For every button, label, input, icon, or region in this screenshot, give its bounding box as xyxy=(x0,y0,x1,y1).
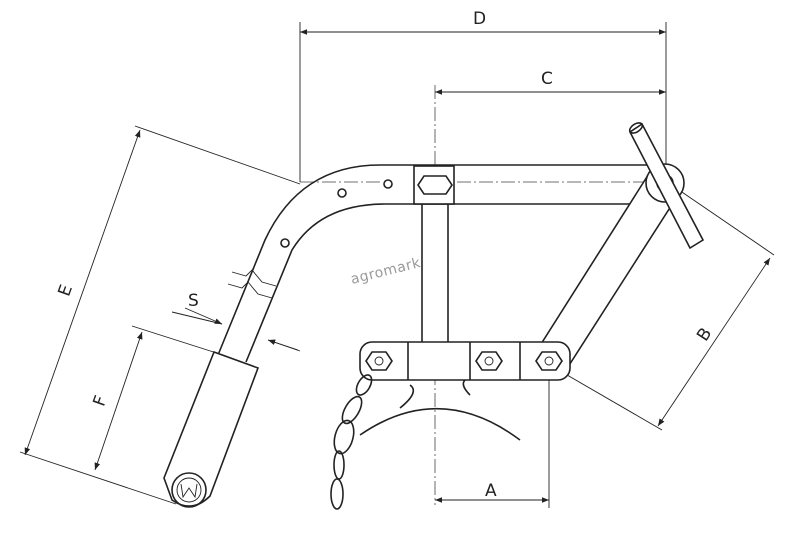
dimension-lines xyxy=(24,29,771,503)
diagonal-arm xyxy=(534,122,705,372)
dim-label-a: A xyxy=(485,481,497,501)
vertical-post xyxy=(413,165,455,345)
dim-label-s: S xyxy=(188,291,199,311)
bent-rod xyxy=(217,164,660,363)
dim-label-c: C xyxy=(541,69,553,89)
base-curve xyxy=(359,379,521,441)
dim-label-f: F xyxy=(90,393,112,409)
extension-lines xyxy=(19,22,775,508)
clamp-bar xyxy=(359,341,571,381)
dim-label-b: B xyxy=(693,324,716,345)
dim-label-e: E xyxy=(55,282,77,299)
dim-label-d: D xyxy=(473,9,486,29)
chain xyxy=(330,374,373,510)
center-lines xyxy=(300,85,672,505)
handle-grip xyxy=(163,350,260,508)
watermark: agromark xyxy=(349,255,423,288)
